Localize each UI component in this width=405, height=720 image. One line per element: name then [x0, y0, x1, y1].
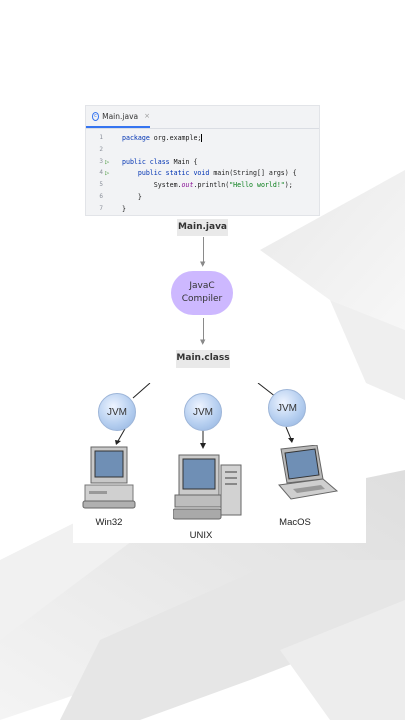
class-file-label: Main.class — [176, 350, 230, 368]
os-label-unix: UNIX — [189, 530, 213, 541]
jvm-node-win32: JVM — [98, 393, 136, 431]
line-number: 7 — [99, 204, 103, 212]
source-file-label: Main.java — [177, 219, 228, 236]
line-number: 4 — [99, 169, 103, 177]
compiler-label-line1: JavaC — [189, 281, 215, 291]
code-line[interactable]: 2 — [86, 145, 319, 157]
platform-panel: JVM JVM JVM Win32 UNIX MacOS — [73, 383, 366, 543]
close-icon[interactable]: × — [144, 112, 150, 120]
desktop-computer-icon — [82, 446, 136, 509]
tab-label: Main.java — [102, 111, 139, 121]
arrow-source-to-compiler — [203, 237, 204, 265]
code-text: package org.example; — [122, 134, 203, 142]
run-icon[interactable]: ▷ — [105, 169, 110, 178]
workstation-computer-icon — [173, 454, 242, 520]
arrow-compiler-to-class — [203, 318, 204, 343]
javac-compiler: JavaC Compiler — [171, 271, 233, 315]
run-icon[interactable]: ▷ — [105, 157, 110, 166]
line-number: 3 — [99, 157, 103, 165]
jvm-node-macos: JVM — [268, 389, 306, 427]
jvm-label: JVM — [277, 402, 297, 414]
line-number: 5 — [99, 181, 103, 189]
arrow-head: ▼ — [200, 338, 206, 346]
jvm-label: JVM — [193, 406, 213, 418]
code-text: public static void main(String[] args) { — [122, 169, 297, 178]
code-editor: c Main.java × 1 package org.example; 2 3▷ pu… — [85, 105, 320, 216]
line-number: 2 — [99, 145, 103, 153]
arrow-head: ▼ — [200, 260, 206, 268]
jvm-label: JVM — [107, 406, 127, 418]
code-area[interactable]: 1 package org.example; 2 3▷ public class Mai… — [86, 129, 319, 216]
compiler-label-line2: Compiler — [181, 294, 223, 304]
code-line[interactable]: 5 System.out.println("Hello world!"); — [86, 180, 319, 192]
laptop-icon — [278, 445, 339, 500]
code-line[interactable]: 1 package org.example; — [86, 133, 319, 145]
code-line[interactable]: 3▷ public class Main { — [86, 157, 319, 169]
code-line[interactable]: 4▷ public static void main(String[] args… — [86, 168, 319, 180]
code-text: public class Main { — [122, 157, 198, 166]
os-label-macos: MacOS — [279, 517, 311, 528]
line-number: 1 — [99, 134, 103, 141]
code-text: System.out.println("Hello world!"); — [122, 181, 293, 190]
tab-main-java[interactable]: c Main.java × — [86, 106, 150, 128]
code-text: } — [122, 204, 126, 213]
line-number: 6 — [99, 192, 103, 200]
code-line[interactable]: 6 } — [86, 192, 319, 204]
code-line[interactable]: 7} — [86, 204, 319, 216]
os-label-win32: Win32 — [95, 517, 123, 528]
jvm-node-unix: JVM — [184, 393, 222, 431]
editor-tab-bar: c Main.java × — [86, 106, 319, 129]
code-text: } — [122, 192, 142, 201]
class-icon: c — [92, 111, 100, 121]
